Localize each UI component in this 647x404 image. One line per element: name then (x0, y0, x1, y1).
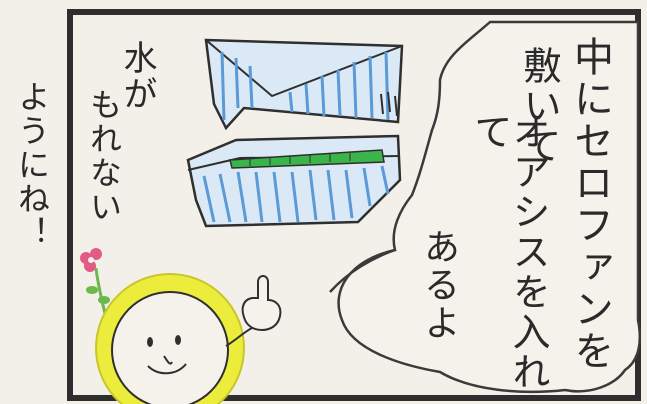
sweat-drops-icon (380, 91, 398, 117)
box-lid-fold (205, 39, 403, 98)
side-note-line-2: もれない (85, 88, 123, 224)
pointing-hand-icon (225, 275, 282, 347)
container-box-illustration (186, 38, 404, 228)
character-face (95, 273, 245, 404)
box-lid-stripes (220, 51, 390, 121)
oasis-foam (229, 149, 385, 169)
flower-icon (80, 248, 110, 319)
box-body-stripes (202, 165, 390, 223)
speech-line-3: オアシスを入れて (468, 112, 550, 392)
oasis-texture (249, 153, 351, 166)
speech-line-1: 中にセロファンを (567, 36, 613, 372)
side-note-line-1: 水が (117, 40, 157, 112)
speech-line-2: 敷いて (517, 46, 561, 166)
speech-line-4: あるよ (418, 228, 459, 342)
side-note-line-3: ようにね！ (13, 80, 51, 250)
speech-bubble-tail (329, 248, 396, 293)
speech-bubble (337, 20, 642, 394)
